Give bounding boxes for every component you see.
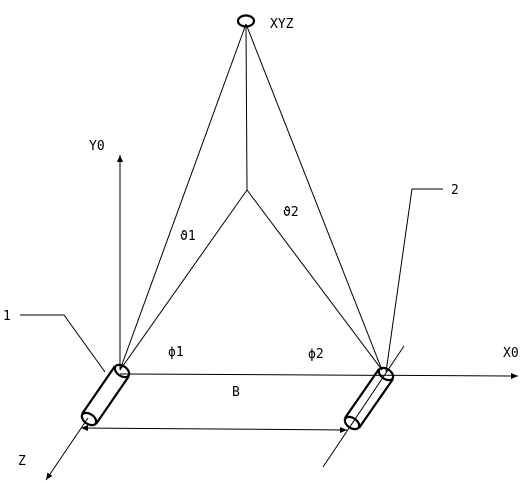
leader-camera1 bbox=[20, 314, 106, 373]
label-baseline: B bbox=[232, 385, 240, 400]
point-xyz-marker bbox=[236, 14, 256, 28]
label-theta1: ϑ1 bbox=[180, 229, 196, 244]
label-phi1: ϕ1 bbox=[168, 345, 184, 360]
z-axis bbox=[45, 417, 89, 481]
camera2-axis-line bbox=[322, 345, 405, 468]
baseline-dimension-arrow bbox=[81, 425, 348, 433]
label-theta2: ϑ2 bbox=[283, 205, 299, 220]
projection-camera1 bbox=[119, 189, 248, 371]
ray-camera1-to-point bbox=[119, 23, 247, 371]
label-camera-2: 2 bbox=[451, 183, 459, 198]
vertical-projection-line bbox=[245, 23, 248, 191]
leader-camera2 bbox=[385, 188, 443, 373]
label-camera-1: 1 bbox=[3, 309, 11, 324]
label-z: Z bbox=[18, 454, 26, 469]
projection-camera2 bbox=[246, 189, 383, 371]
label-y0: Y0 bbox=[89, 139, 105, 154]
label-xyz: XYZ bbox=[270, 17, 294, 32]
label-x0: X0 bbox=[503, 346, 519, 361]
camera2-cylinder bbox=[343, 366, 395, 431]
x0-axis bbox=[119, 372, 519, 379]
ray-camera2-to-point bbox=[245, 23, 383, 371]
camera1-cylinder bbox=[80, 363, 131, 427]
label-phi2: ϕ2 bbox=[308, 347, 324, 362]
